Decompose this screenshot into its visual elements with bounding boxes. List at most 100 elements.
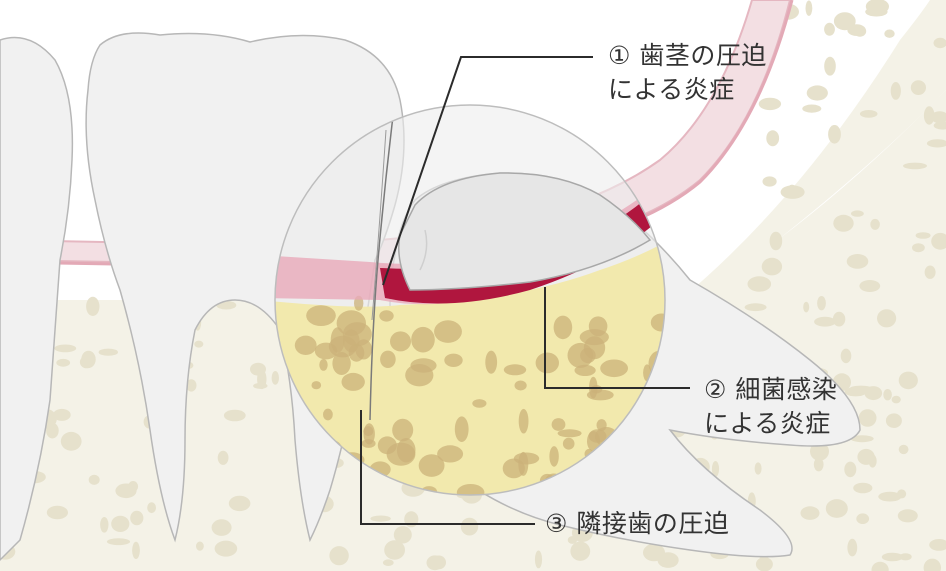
bone-pore (56, 358, 71, 367)
bone-pore (393, 526, 412, 544)
bone-pore (217, 450, 229, 465)
annotation-1-line-2: による炎症 (608, 75, 735, 104)
zoom-bone-pore (348, 343, 365, 362)
leader-lines (360, 56, 690, 525)
bone-pore (817, 296, 826, 311)
bone-pore (329, 546, 349, 566)
bone-pore (824, 56, 836, 76)
zoom-bone-pore (392, 418, 414, 442)
bone-pore (890, 82, 901, 100)
annotation-2-line-2: による炎症 (704, 409, 831, 438)
bone-pore (214, 540, 238, 557)
zoom-bone-pore (311, 381, 322, 390)
zoom-bone-pore (574, 364, 596, 376)
zoom-bone-pore (323, 408, 333, 421)
bone-pore (865, 7, 888, 17)
bone-pore (754, 462, 762, 475)
zoom-bone-pore (363, 423, 375, 445)
bone-pore (912, 243, 925, 253)
bone-pore (211, 519, 232, 536)
zoom-bone-pore (434, 320, 462, 343)
bone-pore (130, 510, 144, 526)
bone-pore (825, 499, 848, 518)
bone-pore (850, 435, 874, 443)
bone-pore (257, 369, 267, 390)
zoom-bone-pore (562, 437, 575, 450)
bone-pore (132, 541, 140, 560)
bone-pore (870, 218, 880, 230)
bone-pore (859, 280, 881, 292)
bone-pore (384, 540, 405, 560)
zoom-bone-pore (600, 359, 628, 378)
leader-line-2 (544, 287, 690, 389)
zoom-bone-pore (454, 416, 469, 443)
bone-pore (915, 232, 931, 239)
bone-pore (769, 231, 783, 251)
zoom-bone-pore (551, 418, 566, 431)
zoom-bone-pore (588, 429, 607, 443)
bone-pore (871, 561, 889, 571)
bone-pore (806, 85, 828, 101)
bone-pore (186, 379, 197, 392)
zoom-bone-pore (314, 342, 338, 360)
bone-pore (930, 111, 946, 124)
bone-pore (884, 29, 895, 38)
bone-pore (844, 461, 857, 478)
zoom-bone-pore (518, 408, 529, 434)
bone-pore (762, 176, 777, 187)
bone-pore (846, 254, 869, 269)
left-molar (0, 36, 74, 562)
bone-pore (923, 558, 941, 571)
bone-pore (898, 371, 918, 390)
zoom-bone-pore (341, 372, 365, 391)
bone-pore (926, 139, 946, 148)
zoom-bone-pore (294, 335, 317, 355)
bone-pore (86, 296, 100, 316)
leader-line-3 (360, 410, 535, 525)
bone-pore (824, 22, 835, 36)
zoom-bone-pore (485, 350, 498, 374)
bone-pore (780, 185, 805, 199)
bone-pore (53, 408, 71, 421)
bone-pore (46, 505, 68, 520)
bone-pore (79, 355, 94, 369)
zoom-bone-pore (456, 484, 485, 495)
annotation-1: ① 歯茎の圧迫 による炎症 (608, 39, 767, 107)
zoom-bone-pore (418, 454, 445, 477)
zoom-bone-pore (411, 326, 435, 353)
zoom-bone-pore (379, 310, 394, 322)
bone-pore (802, 104, 822, 113)
bone-pore (833, 313, 843, 326)
bone-pore (878, 491, 902, 502)
wisdom-crown-zoomed (398, 172, 652, 291)
bone-pore (881, 552, 904, 562)
zoom-bone-pore (557, 429, 582, 438)
bone-pore (54, 344, 77, 353)
bone-pore (828, 125, 841, 144)
bone-pore (88, 474, 100, 485)
zoom-bone-pore (549, 446, 559, 467)
bone-pore (761, 257, 783, 276)
bone-pore (128, 481, 139, 492)
annotation-1-line-1: ① 歯茎の圧迫 (608, 41, 767, 70)
bone-pore (803, 301, 810, 313)
bone-pore (100, 517, 109, 533)
bone-pore (758, 97, 782, 111)
bone-pore (929, 539, 946, 551)
annotation-2: ② 細菌感染 による炎症 (704, 373, 837, 441)
bone-pore (570, 541, 591, 561)
bone-pore (857, 448, 875, 465)
bone-pore (106, 538, 131, 546)
bone-pore (933, 121, 946, 130)
zoom-bone-pore (596, 419, 607, 432)
zoom-bone-pore (588, 316, 608, 337)
bone-pore (877, 309, 897, 328)
bone-pore (147, 502, 157, 514)
zoom-bone-pore (405, 364, 434, 387)
zoom-bone-pore (380, 350, 396, 368)
annotation-3-line-1: ③ 隣接歯の圧迫 (545, 509, 730, 538)
zoom-bone-pore (553, 315, 573, 340)
bone-pore (933, 37, 946, 49)
